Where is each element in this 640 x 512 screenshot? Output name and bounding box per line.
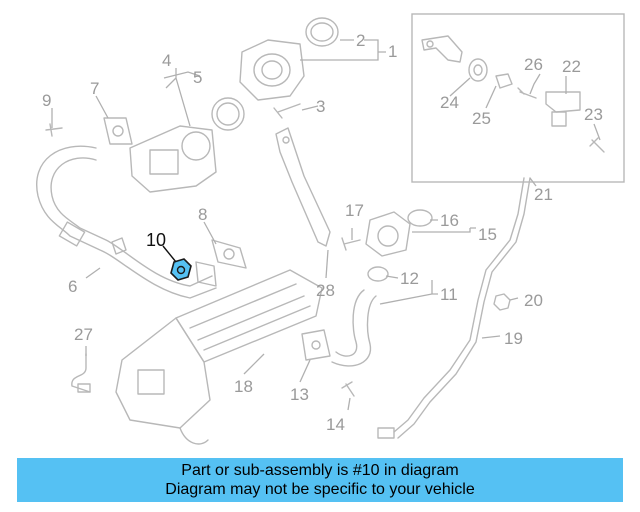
callout-10: 10 [146,230,166,250]
callout-3: 3 [316,97,325,116]
callout-18: 18 [234,377,253,396]
callout-12: 12 [400,269,419,288]
inset-bolt-26 [517,87,537,99]
info-banner: Part or sub-assembly is #10 in diagram D… [17,458,623,502]
bolt-17 [341,237,361,251]
gasket-7 [103,117,133,145]
callout-25: 25 [472,109,491,128]
thermostat-housing-15 [365,211,411,257]
callout-27: 27 [74,325,93,344]
egr-gasket-5 [211,97,245,131]
coolant-pipe-11 [331,289,377,367]
gasket-16 [407,209,433,227]
leader-lines [51,39,601,411]
callout-9: 9 [42,91,51,110]
sensor-lead-27 [71,353,91,393]
banner-line-1: Part or sub-assembly is #10 in diagram [181,462,459,479]
inset-bolt-23 [589,137,605,153]
callout-23: 23 [584,105,603,124]
egr-cooler [115,269,323,445]
sensor-inset-box [411,13,625,183]
callout-5: 5 [193,68,202,87]
pipe-flange [195,261,217,287]
callout-15: 15 [478,225,497,244]
bracket-28 [275,127,331,247]
bolt-9 [45,123,63,137]
callout-14: 14 [326,415,345,434]
callout-21: 21 [534,185,553,204]
nut-20 [493,293,511,311]
callout-4: 4 [162,51,171,70]
banner-line-2: Diagram may not be specific to your vehi… [165,481,475,498]
callout-16: 16 [440,211,459,230]
callout-20: 20 [524,291,543,310]
callout-2: 2 [356,31,365,50]
callout-6: 6 [68,277,77,296]
egr-valve-housing [239,39,305,101]
seal-12 [367,266,389,282]
egr-gasket-2 [305,17,339,47]
callout-1: 1 [388,42,397,61]
callout-11: 11 [440,285,458,304]
inset-clip [495,73,513,89]
pressure-sensor [545,91,581,127]
egr-tube-19 [377,177,531,439]
callout-13: 13 [290,385,309,404]
egr-pipe [36,145,217,299]
callout-28: 28 [316,281,335,300]
callout-26: 26 [524,55,543,74]
callout-24: 24 [440,93,459,112]
inset-grommet [468,58,488,82]
inset-bracket [421,35,463,63]
callout-17: 17 [345,201,364,220]
gasket-8 [211,239,247,269]
callout-8: 8 [198,205,207,224]
gasket-13 [301,329,331,361]
bolt-3 [273,103,301,119]
egr-valve [129,125,217,193]
callout-19: 19 [504,329,523,348]
callout-22: 22 [562,57,581,76]
callout-7: 7 [90,79,99,98]
bolt-14 [341,381,355,397]
nut-10 [170,258,192,281]
